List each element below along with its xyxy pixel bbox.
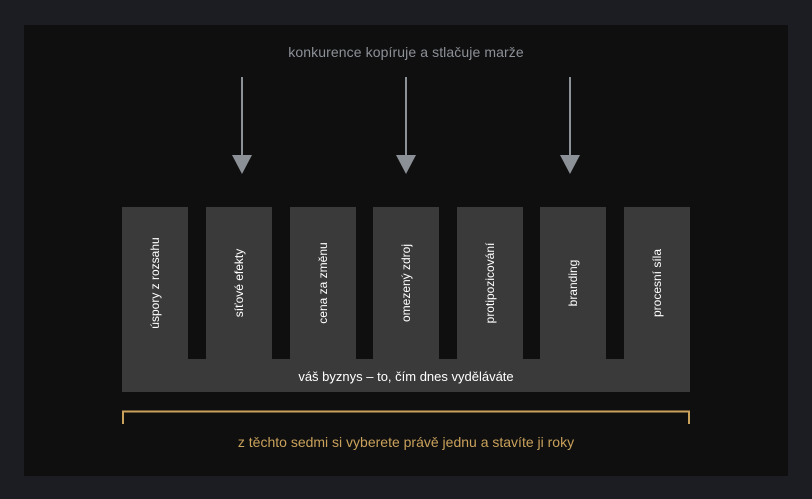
pillar-counter-positioning: protipozicování xyxy=(457,207,523,359)
business-base-label: váš byznys – to, čím dnes vyděláváte xyxy=(298,369,514,384)
choice-caption: z těchto sedmi si vyberete právě jednu a… xyxy=(237,434,575,450)
pillar-label: omezený zdroj xyxy=(399,243,413,323)
pressure-arrow-down-icon xyxy=(396,77,416,174)
competition-caption: konkurence kopíruje a stlačuje marže xyxy=(288,44,524,60)
pillar-economies-of-scale: úspory z rozsahu xyxy=(122,207,188,359)
selection-bracket xyxy=(122,410,690,424)
pressure-arrow-down-icon xyxy=(232,77,252,174)
pillar-label: cena za změnu xyxy=(316,242,330,324)
pillar-label: síťové efekty xyxy=(232,248,246,318)
pillar-label: protipozicování xyxy=(483,242,497,324)
pillar-process-power: procesní síla xyxy=(624,207,690,359)
pillar-network-effects: síťové efekty xyxy=(206,207,272,359)
pillar-label: procesní síla xyxy=(650,248,664,318)
pillar-label: úspory z rozsahu xyxy=(148,237,162,329)
pressure-arrow-down-icon xyxy=(560,77,580,174)
pillar-switching-costs: cena za změnu xyxy=(290,207,356,359)
pillar-label: branding xyxy=(566,259,580,307)
pillar-cornered-resource: omezený zdroj xyxy=(373,207,439,359)
business-base-block xyxy=(122,359,690,392)
pillar-branding: branding xyxy=(540,207,606,359)
